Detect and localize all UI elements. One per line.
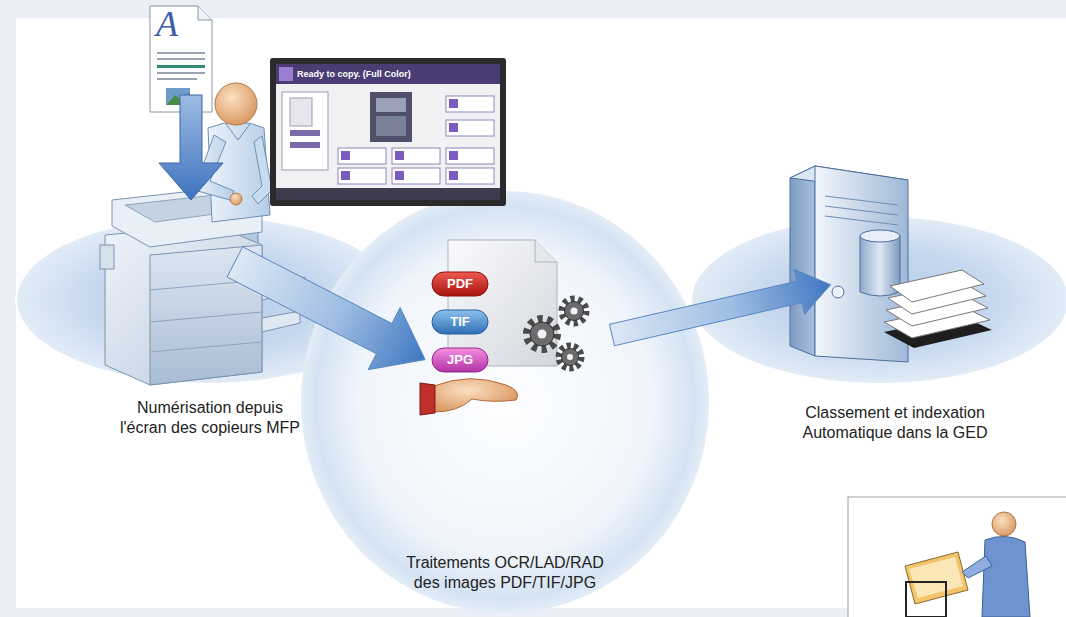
copier-screen bbox=[446, 148, 494, 164]
copier-mfp bbox=[105, 225, 262, 385]
server-icon bbox=[860, 230, 900, 242]
copier-screen bbox=[446, 120, 494, 136]
format-badge-text: TIF bbox=[432, 310, 488, 334]
copier-mfp bbox=[100, 245, 114, 269]
server-icon bbox=[832, 286, 844, 298]
screen-status-text: Ready to copy. (Full Color) bbox=[297, 68, 411, 80]
copier-screen bbox=[282, 92, 328, 170]
hand-icon bbox=[420, 383, 435, 415]
workstation-panel bbox=[992, 512, 1016, 536]
document-icon bbox=[157, 65, 205, 68]
copier-mfp bbox=[150, 312, 262, 322]
copier-screen bbox=[338, 148, 386, 164]
node-caption: Numérisation depuis l'écran des copieurs… bbox=[115, 398, 305, 437]
copier-screen bbox=[449, 123, 458, 132]
gear-icon bbox=[571, 308, 578, 315]
document-icon bbox=[198, 6, 212, 20]
workstation-panel bbox=[982, 536, 1030, 617]
format-badge bbox=[432, 272, 488, 372]
workstation-panel bbox=[905, 552, 968, 604]
copier-screen bbox=[276, 64, 500, 84]
operator-figure bbox=[215, 83, 257, 125]
gear-icon bbox=[538, 330, 547, 339]
gear-icon bbox=[527, 319, 557, 349]
gear-icon bbox=[567, 354, 573, 360]
copier-screen bbox=[341, 151, 350, 160]
format-badge-text: PDF bbox=[432, 272, 488, 296]
document-letter: A bbox=[156, 6, 178, 42]
document-icon bbox=[157, 72, 205, 74]
copier-screen bbox=[449, 151, 458, 160]
gear-icon bbox=[565, 302, 584, 321]
workstation-panel bbox=[848, 497, 1066, 617]
copier-screen bbox=[392, 168, 440, 184]
workstation-panel bbox=[909, 557, 963, 598]
copier-screen bbox=[395, 171, 404, 180]
copier-screen bbox=[449, 99, 458, 108]
copier-screen bbox=[290, 142, 320, 148]
format-badge bbox=[432, 310, 488, 334]
copier-screen bbox=[341, 171, 350, 180]
copier-screen bbox=[376, 98, 406, 112]
workstation-panel bbox=[906, 582, 946, 617]
scan-arrow bbox=[159, 95, 223, 200]
node-caption: Classement et indexation Automatique dan… bbox=[797, 403, 993, 442]
gear-icon bbox=[527, 319, 557, 349]
copier-screen bbox=[395, 151, 404, 160]
copier-screen bbox=[276, 64, 500, 200]
gear-icon bbox=[530, 322, 554, 346]
copier-screen bbox=[392, 148, 440, 164]
gear-icon bbox=[562, 349, 579, 366]
copier-screen bbox=[370, 92, 412, 142]
workstation-panel bbox=[848, 497, 1066, 617]
file-icon bbox=[448, 240, 557, 366]
copier-screen bbox=[449, 171, 458, 180]
copier-screen bbox=[270, 58, 506, 206]
scan-arrow bbox=[159, 95, 223, 200]
copier-screen bbox=[446, 96, 494, 112]
operator-figure bbox=[194, 83, 272, 222]
copier-screen bbox=[270, 58, 506, 206]
document-icon bbox=[157, 58, 205, 60]
file-icon bbox=[448, 240, 557, 366]
copier-screen bbox=[338, 168, 386, 184]
document-icon bbox=[157, 78, 197, 80]
workstation-panel bbox=[962, 556, 992, 578]
format-badge-text: JPG bbox=[432, 348, 488, 372]
operator-figure bbox=[226, 124, 250, 140]
operator-figure bbox=[252, 136, 272, 204]
format-badge bbox=[432, 348, 488, 372]
copier-screen bbox=[290, 98, 312, 126]
operator-figure bbox=[230, 193, 242, 205]
copier-screen bbox=[376, 116, 406, 136]
document-icon bbox=[157, 52, 205, 54]
copier-screen bbox=[446, 168, 494, 184]
copier-mfp bbox=[150, 342, 262, 352]
format-badge bbox=[432, 272, 488, 296]
node-caption: Traitements OCR/LAD/RAD des images PDF/T… bbox=[399, 553, 611, 592]
server-icon bbox=[790, 166, 815, 356]
copier-screen bbox=[276, 188, 500, 200]
copier-screen bbox=[290, 130, 320, 136]
process-circle bbox=[301, 191, 709, 613]
copier-screen bbox=[279, 67, 293, 81]
stage-ellipse bbox=[691, 216, 1066, 384]
server-icon bbox=[825, 196, 898, 225]
